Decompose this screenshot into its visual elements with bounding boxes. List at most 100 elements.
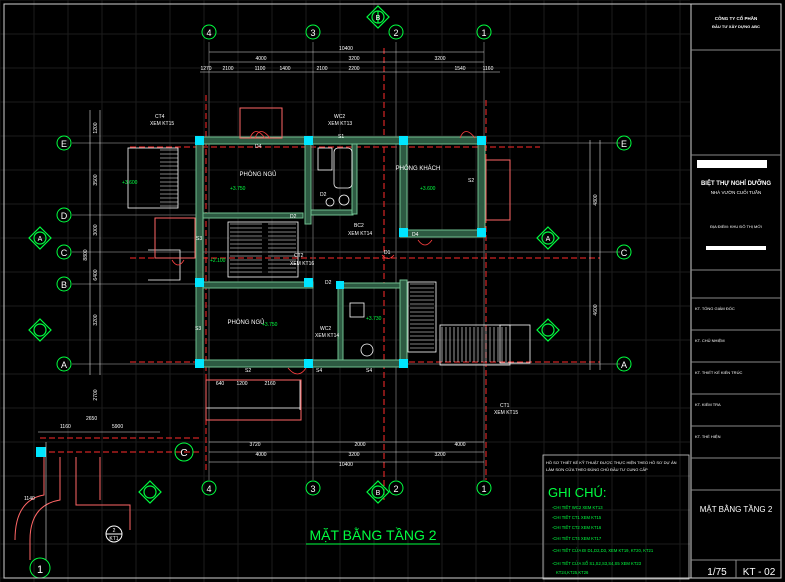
callout-wc2-top: WC2 (334, 114, 345, 120)
door-label-9: S4 (366, 368, 372, 374)
section-marker-bottom: B (366, 480, 390, 504)
dim-top-sub-6: 2200 (348, 66, 359, 72)
notes-item-1: -CHI TIẾT WC2 XEM KT13 (552, 505, 603, 510)
room-bed-2: PHÒNG NGỦ (227, 319, 264, 326)
dim-left-1: 1200 (93, 122, 99, 133)
dim-right-1: 4800 (593, 194, 599, 205)
building-walls (195, 136, 486, 368)
tb-row-2: KT. CHỦ NHIỆM (695, 338, 725, 343)
room-labels: PHÒNG NGỦ PHÒNG KHÁCH PHÒNG NGỦ (227, 165, 440, 326)
grid-left-A: A (61, 360, 67, 370)
callout-ct2: CT2 (294, 253, 304, 259)
detail-dim-2: 5900 (112, 424, 123, 430)
dim-top-sub-5: 2100 (316, 66, 327, 72)
dim-top-1: 4000 (255, 56, 266, 62)
dim-left-4: 8800 (83, 249, 89, 260)
callout-bc2-ref: XEM KT14 (348, 231, 372, 237)
grid-right-C: C (621, 248, 628, 258)
dim-top-sub-7: 1540 (454, 66, 465, 72)
callout-ct4-ref: XEM KT15 (150, 121, 174, 127)
dim-bottom-sub-3: 2160 (264, 381, 275, 387)
dim-top-sub-2: 2100 (222, 66, 233, 72)
elev-stair: +2.100 (210, 258, 226, 264)
detail-grid-label: C (180, 448, 187, 459)
door-label-12: S4 (316, 368, 322, 374)
door-label-6: D2 (325, 280, 332, 286)
dim-bottom-3: 3200 (434, 452, 445, 458)
notes-panel: HỒ SƠ THIẾT KẾ KỸ THUẬT ĐƯỢC THỰC HIỆN T… (542, 454, 690, 580)
grid-left-B: B (61, 280, 67, 290)
section-markers: B B A A (28, 5, 560, 504)
structural-columns (36, 136, 486, 457)
grid-left-C: C (61, 248, 68, 258)
notes-item-3: -CHI TIẾT CT2 XEM KT16 (552, 525, 602, 530)
grid-top-2: 2 (393, 28, 398, 38)
project-line-3: ĐỊA ĐIỂM: KHU ĐÔ THỊ MỚI (710, 224, 762, 229)
grid-bottom-4: 4 (206, 484, 211, 494)
section-label-bottom: B (376, 490, 381, 497)
dim-bottom-sub-4: 3720 (249, 442, 260, 448)
section-marker-top: B (366, 5, 390, 29)
callout-ct1-ref: XEM KT15 (494, 410, 518, 416)
section-marker-left: A (28, 226, 52, 250)
dim-top-total: 10400 (339, 46, 353, 52)
door-swings (171, 131, 476, 375)
grid-bottom-3: 3 (310, 484, 315, 494)
section-marker-lower-left (138, 480, 162, 504)
grid-right-A: A (621, 360, 627, 370)
dimension-texts: 10400 4000 3200 3200 1270 2100 1100 1400… (200, 46, 493, 468)
dim-bottom-sub-5: 2000 (354, 442, 365, 448)
dim-top-sub-8: 1160 (483, 66, 494, 72)
elev-guest: +3.600 (420, 186, 436, 192)
callout-wc2-bot: WC2 (320, 326, 331, 332)
door-label-1: D4 (255, 144, 262, 150)
door-label-10: S1 (338, 134, 344, 140)
notes-heading: GHI CHÚ: (548, 485, 607, 500)
grid-top-labels: 4 3 2 1 (201, 24, 492, 40)
grid-top-4: 4 (206, 28, 211, 38)
dim-bottom-1: 4000 (255, 452, 266, 458)
project-line-2: NHÀ VƯỜN CUỐI TUẦN (711, 189, 762, 195)
dim-left-5: 6400 (93, 269, 99, 280)
room-guest: PHÒNG KHÁCH (396, 165, 441, 172)
tb-row-5: KT. THỂ HIỆN (695, 434, 721, 439)
elev-left-landing: +3.600 (122, 180, 138, 186)
title-block: CÔNG TY CỔ PHẦN ĐẦU TƯ XÂY DỰNG ABC BIỆT… (690, 3, 782, 579)
notes-item-4: -CHI TIẾT CT4 XEM KT17 (552, 536, 602, 541)
dim-left-7: 2700 (93, 389, 99, 400)
tb-sheet: KT - 02 (743, 567, 776, 578)
detail-dim-3: 2650 (86, 416, 97, 422)
bay-windows (14, 107, 511, 560)
company-line-1: CÔNG TY CỔ PHẦN (715, 14, 757, 21)
section-label-top: B (376, 15, 381, 22)
section-marker-right: A (536, 226, 560, 250)
section-marker-left-lower (28, 318, 52, 342)
section-label-left: A (38, 236, 43, 243)
door-label-13: S3 (196, 236, 202, 242)
dim-bottom-total: 10400 (339, 462, 353, 468)
dim-top-sub-3: 1100 (255, 66, 266, 72)
elev-bed-1: +3.750 (230, 186, 246, 192)
tb-drawing-name: MẶT BẰNG TẦNG 2 (700, 504, 773, 514)
room-bed-1: PHÒNG NGỦ (239, 171, 276, 178)
elev-bath: +3.730 (366, 316, 382, 322)
dim-left-3: 3000 (93, 224, 99, 235)
callout-wc2-bot-ref: XEM KT14 (315, 333, 339, 339)
door-label-3: D2 (320, 192, 327, 198)
grid-bottom-2: 2 (393, 484, 398, 494)
notes-intro-1: HỒ SƠ THIẾT KẾ KỸ THUẬT ĐƯỢC THỰC HIỆN T… (546, 460, 677, 465)
dim-bottom-sub-2: 1200 (236, 381, 247, 387)
dim-bottom-sub-1: 640 (216, 381, 225, 387)
dim-bottom-2: 3200 (348, 452, 359, 458)
grid-right-labels: E C A (616, 135, 632, 372)
dim-left-6: 3200 (93, 314, 99, 325)
grid-left-E: E (61, 139, 67, 149)
grid-bottom-labels: 4 3 2 1 (201, 480, 492, 496)
tb-scale: 1/75 (707, 567, 727, 578)
door-label-11: S2 (468, 178, 474, 184)
door-labels: D4 D2 D2 D4 D1 D2 S2 S3 S4 S1 S2 S4 S3 (195, 134, 474, 374)
tb-row-4: KT. KIỂM TRA (695, 402, 721, 407)
callout-ct4: CT4 (155, 114, 165, 120)
grid-right-E: E (621, 139, 627, 149)
